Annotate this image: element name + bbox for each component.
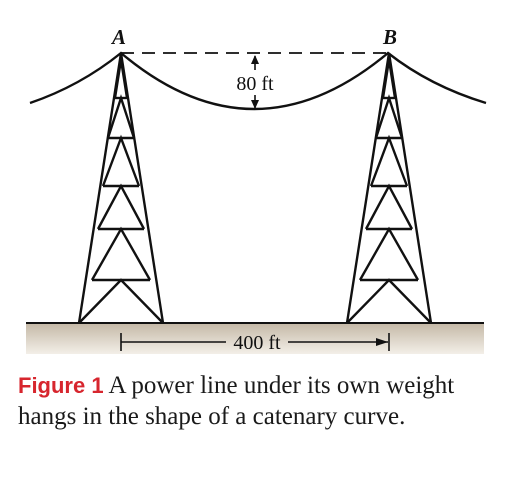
catenary-diagram: 80 ft 400 ft A B xyxy=(26,25,487,354)
sag-label: 80 ft xyxy=(236,73,274,95)
tower-b xyxy=(345,52,433,324)
sag-dimension xyxy=(251,55,259,109)
span-dimension xyxy=(120,333,390,351)
ground xyxy=(26,323,484,354)
span-label: 400 ft xyxy=(233,332,281,354)
power-line xyxy=(29,51,487,111)
tower-a xyxy=(77,52,165,324)
caption-text: A power line under its own weight hangs … xyxy=(18,372,455,430)
caption-figure-number: Figure 1 xyxy=(18,373,104,398)
figure-caption: Figure 1 A power line under its own weig… xyxy=(18,370,504,432)
point-b-label: B xyxy=(382,25,397,49)
point-a-label: A xyxy=(110,25,126,49)
